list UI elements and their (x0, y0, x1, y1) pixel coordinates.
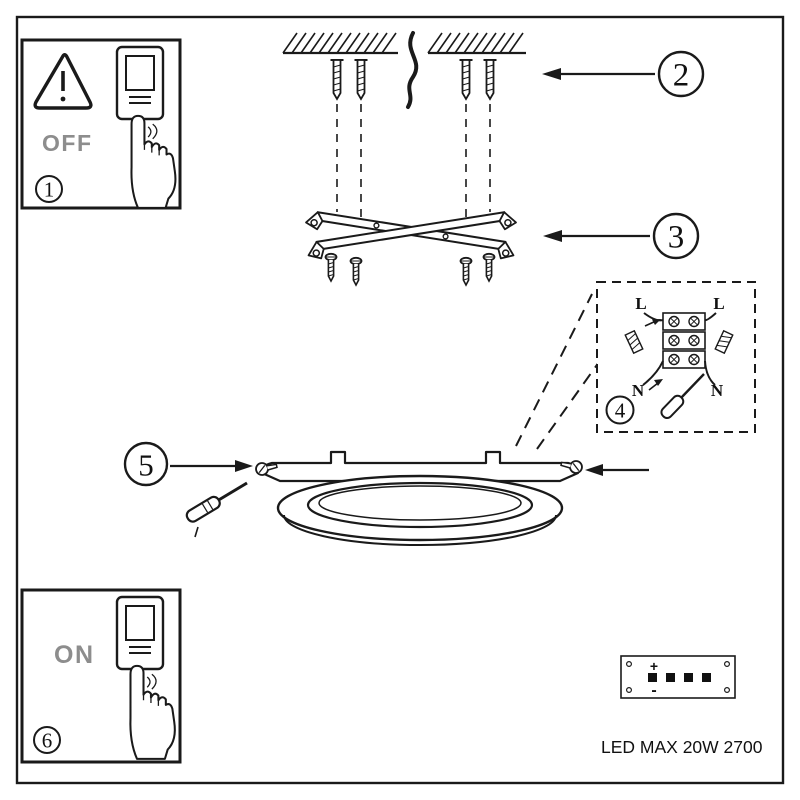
light-switch-icon[interactable] (115, 45, 165, 121)
svg-text:6: 6 (42, 729, 53, 753)
polarity-plus-label: + (650, 658, 658, 674)
bracket-screw-icon (459, 256, 473, 286)
label-neutral-left: N (632, 381, 645, 400)
model-label: LED MAX 20W 2700 (601, 737, 763, 757)
terminal-wires (642, 312, 717, 386)
wall-anchor-icon (329, 59, 345, 100)
svg-text:5: 5 (138, 448, 154, 483)
alignment-guides (336, 104, 491, 222)
power-off-panel: OFF 1 (20, 38, 182, 210)
right-screw-arrow (585, 464, 649, 476)
led-driver-module: + - (620, 655, 736, 699)
on-label: ON (54, 641, 95, 669)
step-2-badge: 2 (657, 50, 705, 98)
wall-anchor-icon (458, 59, 474, 100)
insert-arrows (644, 319, 663, 391)
lamp-diffuser (318, 485, 522, 521)
page-border (15, 15, 785, 785)
wiring-detail-box: L L N N (596, 281, 756, 433)
wire-sleeve-left (624, 329, 644, 355)
lamp-inner-ring (306, 481, 534, 529)
wiring-screwdriver-icon (660, 373, 705, 420)
step-2-arrow (542, 68, 655, 80)
ceiling-hatch-right (427, 32, 524, 54)
power-on-panel: ON 6 (20, 588, 182, 764)
off-label: OFF (42, 130, 93, 156)
lamp-rim-thickness (283, 514, 557, 546)
ceiling (282, 32, 526, 55)
svg-text:1: 1 (44, 178, 55, 202)
label-neutral-right: N (711, 381, 724, 400)
step-5-arrow (170, 460, 253, 472)
step-5-badge: 5 (123, 441, 169, 487)
terminal-block (662, 312, 706, 369)
mounting-bracket (305, 211, 517, 260)
light-switch-icon[interactable] (115, 595, 165, 671)
label-line-left: L (635, 294, 646, 313)
led-chips (648, 673, 711, 682)
step-3-arrow (543, 230, 650, 242)
polarity-minus-label: - (651, 682, 656, 699)
screwdriver-icon (185, 481, 248, 538)
mains-cable (406, 31, 419, 109)
wall-anchor-icon (482, 59, 498, 100)
ceiling-hatch-left (282, 32, 397, 54)
svg-text:4: 4 (615, 399, 626, 423)
wire-sleeve-right (714, 329, 734, 355)
step-6-badge: 6 (33, 726, 61, 754)
label-line-right: L (713, 294, 724, 313)
warning-triangle-icon (33, 53, 93, 110)
step-4-badge: 4 (605, 395, 635, 425)
bracket-screw-icon (482, 252, 496, 282)
svg-text:3: 3 (668, 220, 685, 256)
ceiling-lamp (253, 450, 585, 546)
step-1-badge: 1 (35, 175, 63, 203)
detail-callout-lines (515, 293, 600, 450)
svg-text:2: 2 (673, 58, 690, 94)
bracket-screw-icon (349, 256, 363, 286)
bracket-screw-icon (324, 252, 338, 282)
step-3-badge: 3 (652, 212, 700, 260)
led-driver-frame (620, 655, 736, 699)
wall-anchor-icon (353, 59, 369, 100)
